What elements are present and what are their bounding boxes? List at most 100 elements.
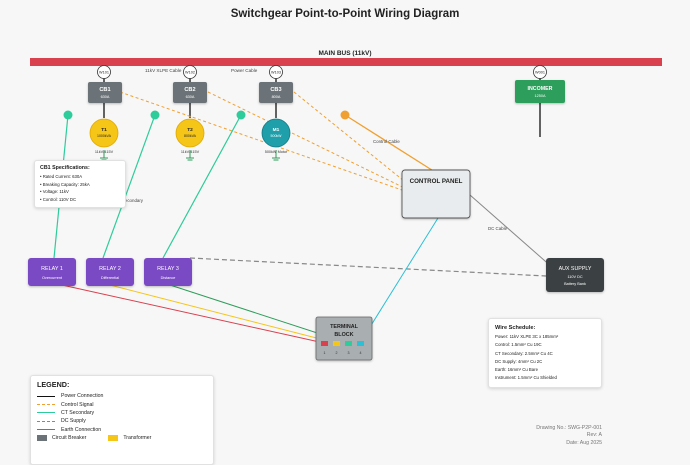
cb1-spec-item: • Control: 110V DC [40,196,77,202]
power-line-swatch [37,395,55,397]
t1-label: T1 [101,127,107,133]
terminal-4 [357,341,364,346]
transformer-swatch [108,435,119,442]
cb1-spec-item: • Rated Current: 630A [40,174,83,180]
aux-supply-source: Battery Bank [564,282,586,286]
wire-marker-w101-label: W101 [99,71,109,75]
relay-3-label: RELAY 3 [157,266,179,272]
wire-schedule-title: Wire Schedule: [495,325,536,331]
transformer-t1 [89,118,119,148]
legend-item-control: Control Signal [37,400,207,408]
ct-secondary-label: CT Secondary [115,198,144,203]
terminal-4-number: 4 [360,351,362,355]
wire-schedule-item: DC Supply: 4mm² Cu 2C [495,358,543,364]
cb3-label: CB3 [270,87,281,93]
relay-1-function: Overcurrent [42,276,63,280]
terminal-3-number: 3 [348,351,350,355]
terminal-2-number: 2 [336,351,338,355]
circuit-breaker-cb2 [173,82,207,103]
wire-schedule-item: Earth: 16mm² Cu Bare [495,367,538,373]
dc-cable-label: DC Cable [488,226,508,231]
cb1-spec-title: CB1 Specifications: [40,165,90,171]
legend-swatch-label: Circuit Breaker [52,435,87,442]
legend-transformer: Transformer [108,435,152,442]
wire-schedule-item: Instrument: 1.5mm² Cu Shielded [495,375,557,381]
relay-1-label: RELAY 1 [41,266,63,272]
cb1-rating: 630A [101,95,110,99]
main-bus-label: MAIN BUS (11kV) [318,50,371,57]
legend-item-label: Power Connection [61,393,104,400]
control-cable-label: Control Cable [373,139,400,144]
cb1-spec-item: • Voltage: 11kV [40,189,69,195]
legend-item-dc: DC Supply [37,417,207,425]
xlpe-cable-label: 11kV XLPE Cable [145,68,182,73]
motor-m1 [261,118,291,148]
relay-3 [144,258,192,286]
ct-marker-3 [236,110,246,120]
wire-marker-w102-label: W102 [185,71,195,75]
t2-rating: 800kVA [184,134,197,138]
cb1-label: CB1 [99,87,110,93]
aux-supply [546,258,604,292]
wire-marker-w101 [97,65,111,79]
cb2-rating: 630A [186,95,195,99]
incomer-rating: 1250A [535,94,546,98]
control-panel [401,169,471,219]
wire-schedule-item: Power: 11kV XLPE 3C x 185mm² [495,334,559,340]
drawing-date: Date: Aug 2025 [566,439,602,446]
aux-supply-voltage: 110V DC [567,275,582,279]
diagram-title: Switchgear Point-to-Point Wiring Diagram [231,8,460,20]
legend-item-label: DC Supply [61,418,86,425]
relay-2-function: Differential [101,276,119,280]
terminal-1 [321,341,328,346]
m1-rating: 500kW [271,134,283,138]
circuit-breaker-cb3 [259,82,293,103]
earth-line-swatch [37,429,55,431]
m1-label: M1 [273,127,280,133]
legend-breaker: Circuit Breaker [37,435,87,442]
cb3-rating: 800A [272,95,281,99]
ct-line-swatch [37,412,55,414]
legend-title: LEGEND: [37,380,70,389]
legend: LEGEND: Power Connection Control Signal … [30,375,214,465]
legend-swatch-label: Transformer [123,435,152,442]
breaker-swatch [37,435,47,442]
wire-marker-w103-label: W103 [271,71,281,75]
t1-rating: 1000kVA [97,134,112,138]
incomer-label: INCOMER [527,86,552,92]
cb2-label: CB2 [184,87,195,93]
cb1-specifications: CB1 Specifications: • Rated Current: 630… [34,160,126,209]
wire-marker-w001-label: W001 [535,71,545,75]
wire-marker-w001 [533,65,547,79]
wire-marker-w102 [183,65,197,79]
ct-marker-2 [150,110,160,120]
ct-marker-1 [63,110,73,120]
transformer-t2 [175,118,205,148]
legend-item-ct: CT Secondary [37,409,207,417]
relay-2 [86,258,134,286]
terminal-block-label-1: TERMINAL [330,324,359,330]
legend-item-earth: Earth Connection [37,426,207,434]
t2-voltage: 11kV/415V [181,150,200,154]
terminal-2 [333,341,340,346]
terminal-3 [345,341,352,346]
terminal-1-number: 1 [324,351,326,355]
drawing-number: Drawing No.: SWG-P2P-001 [536,425,602,431]
relay-2-label: RELAY 2 [99,266,121,272]
legend-item-label: Earth Connection [61,426,102,433]
legend-swatch-row: Circuit Breaker Transformer [37,434,207,442]
drawing-revision: Rev: A [586,432,602,439]
t1-voltage: 11kV/415V [95,150,114,154]
legend-item-label: CT Secondary [61,409,95,416]
incomer-box [515,80,565,103]
control-line-swatch [37,404,55,406]
aux-supply-label: AUX SUPPLY [559,266,592,272]
terminal-block [315,316,373,361]
m1-voltage: 500kW Motor [265,150,288,154]
legend-item-power: Power Connection [37,392,207,400]
main-bus [30,58,662,66]
control-panel-label: CONTROL PANEL [410,178,463,185]
relay-1 [28,258,76,286]
